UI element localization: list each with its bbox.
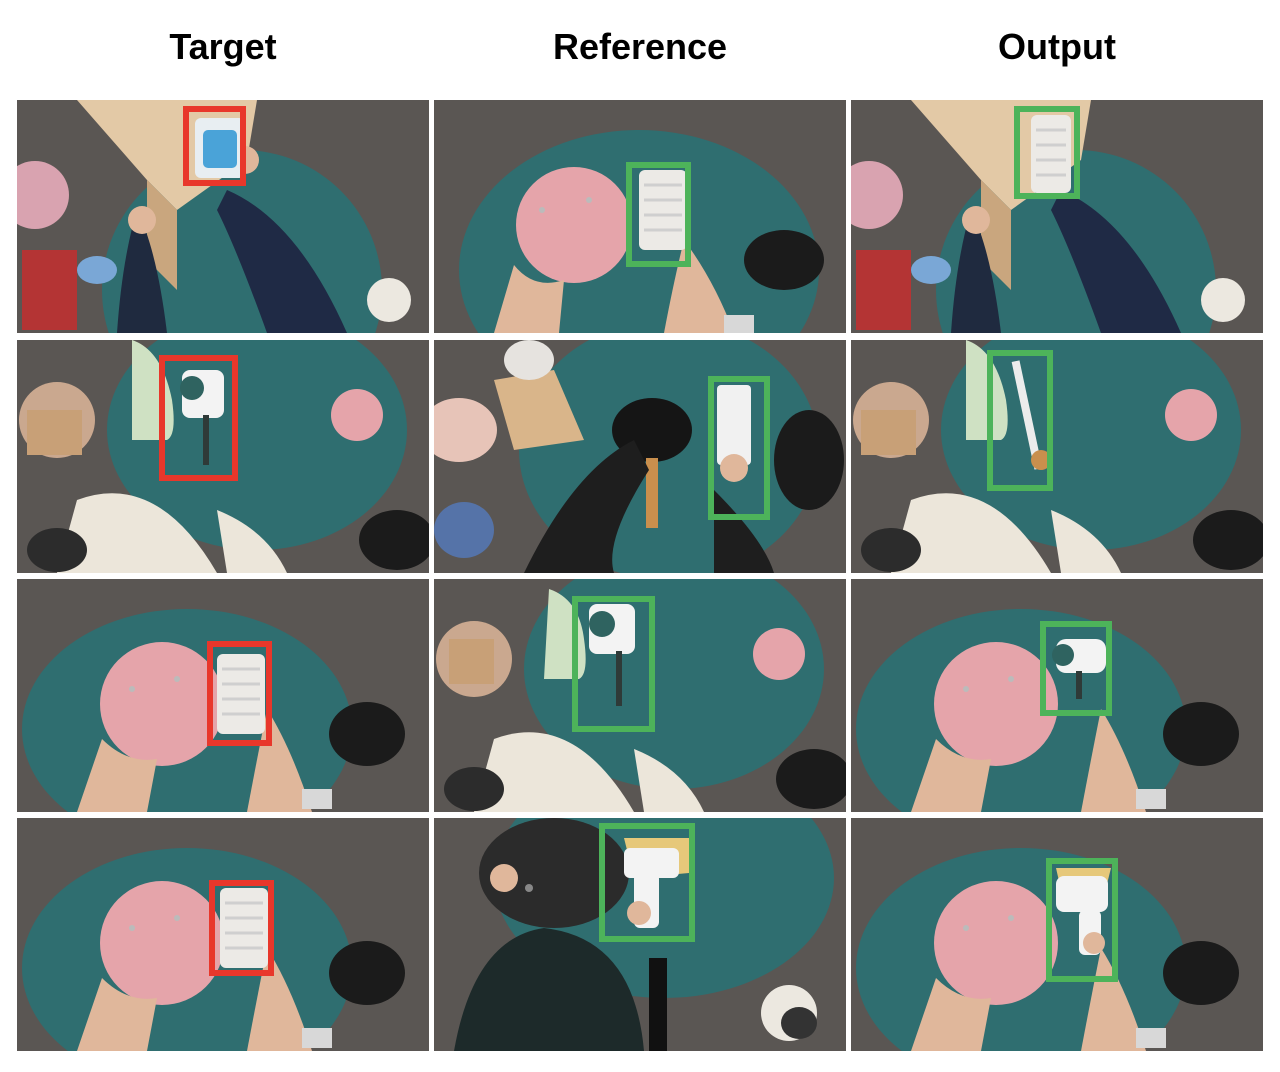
target-bbox (209, 880, 274, 976)
row4-reference-image (434, 818, 846, 1051)
row2-reference-image (434, 340, 846, 573)
row1-target-image (17, 100, 429, 333)
output-bbox (987, 350, 1053, 491)
reference-bbox (599, 823, 695, 942)
output-bbox (1040, 621, 1112, 716)
header-output: Output (998, 26, 1116, 67)
row1-reference-image (434, 100, 846, 333)
row4-target-image (17, 818, 429, 1051)
output-bbox (1046, 858, 1118, 982)
row3-output-image (851, 579, 1263, 812)
row3-reference-image (434, 579, 846, 812)
row3-target-image (17, 579, 429, 812)
target-bbox (207, 641, 272, 746)
row4-output-image (851, 818, 1263, 1051)
output-bbox (1014, 106, 1080, 199)
header-target: Target (169, 26, 277, 67)
reference-bbox (708, 376, 770, 520)
reference-bbox (572, 596, 655, 732)
row1-output-image (851, 100, 1263, 333)
row2-target-image (17, 340, 429, 573)
target-bbox (159, 355, 238, 481)
target-bbox (183, 106, 246, 186)
header-reference: Reference (552, 26, 728, 67)
reference-bbox (626, 162, 691, 267)
row2-output-image (851, 340, 1263, 573)
